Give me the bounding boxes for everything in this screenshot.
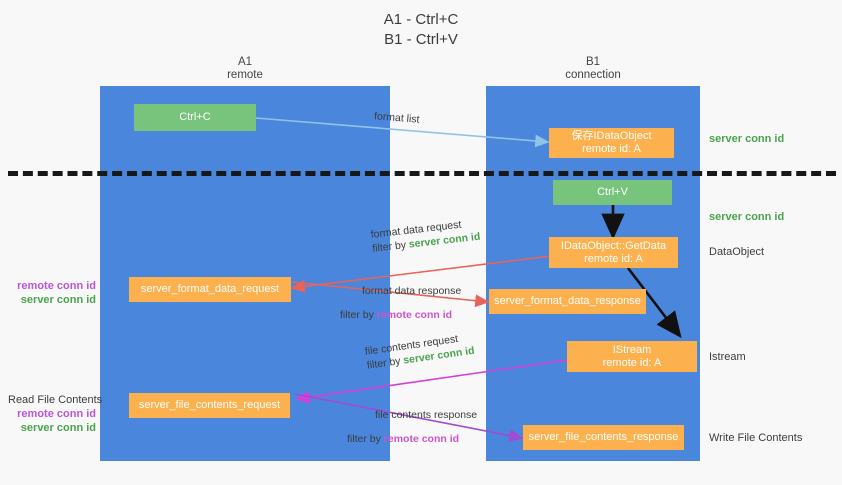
node-server-format-data-request-label: server_format_data_request	[140, 283, 280, 295]
lane-header-a1: A1 remote	[100, 56, 390, 82]
lane-b1-name: B1	[585, 56, 601, 68]
node-istream-line2: remote id: A	[602, 356, 662, 369]
lane-header-b1: B1 connection	[486, 56, 700, 82]
node-idataobject-getdata[interactable]: IDataObject::GetData remote id: A	[549, 237, 678, 268]
node-server-format-data-request[interactable]: server_format_data_request	[129, 277, 291, 302]
lane-b1-sub: connection	[565, 69, 621, 81]
diagram-title: A1 - Ctrl+C B1 - Ctrl+V	[0, 10, 842, 50]
node-save-idataobject-line1: 保存IDataObject	[571, 130, 652, 142]
node-save-idataobject[interactable]: 保存IDataObject remote id: A	[549, 128, 674, 158]
filter-prefix-2: filter by	[340, 309, 377, 321]
annotation-group-conn-ids-lower: remote conn id server conn id	[8, 407, 96, 435]
node-getdata-line2: remote id: A	[584, 252, 643, 265]
flow-label-file-contents-response-text: file contents response	[375, 409, 478, 421]
annotation-istream: Istream	[709, 351, 746, 363]
node-server-file-contents-request[interactable]: server_file_contents_request	[129, 393, 290, 418]
annotation-server-conn-id-top: server conn id	[709, 133, 785, 145]
annotation-group-read-file-contents: Read File Contents remote conn id server…	[8, 393, 120, 435]
annotation-dataobject: DataObject	[709, 246, 765, 258]
flow-label-format-data-response-text: format data response	[362, 285, 462, 297]
node-ctrl-c[interactable]: Ctrl+C	[134, 104, 256, 131]
dashed-separator	[8, 171, 836, 176]
node-ctrl-v[interactable]: Ctrl+V	[553, 180, 672, 205]
node-server-file-contents-response[interactable]: server_file_contents_response	[523, 425, 684, 450]
annotation-remote-conn-id-lower: remote conn id	[17, 408, 96, 420]
filter-prefix-4: filter by	[347, 433, 384, 445]
flow-label-format-data-response: format data response filter by remote co…	[340, 284, 462, 322]
title-line-2: B1 - Ctrl+V	[384, 31, 458, 48]
node-istream-line1: IStream	[612, 343, 652, 356]
filter-value-remote-conn-id-2: remote conn id	[376, 309, 453, 321]
annotation-server-conn-id-lower: server conn id	[20, 422, 96, 434]
lane-a1-name: A1	[237, 56, 253, 68]
filter-prefix-3: filter by	[366, 354, 405, 372]
node-getdata-line1: IDataObject::GetData	[560, 239, 667, 252]
node-server-file-contents-request-label: server_file_contents_request	[138, 399, 281, 411]
node-server-format-data-response[interactable]: server_format_data_response	[489, 289, 646, 314]
node-ctrl-c-label: Ctrl+C	[179, 111, 211, 123]
annotation-remote-conn-id-upper: remote conn id	[17, 280, 96, 292]
filter-prefix-1: filter by	[371, 238, 410, 255]
lane-a1-sub: remote	[227, 69, 263, 81]
node-save-idataobject-line2: remote id: A	[582, 143, 641, 155]
annotation-write-file-contents: Write File Contents	[709, 432, 803, 444]
annotation-server-conn-id-second: server conn id	[709, 211, 785, 223]
title-line-1: A1 - Ctrl+C	[383, 11, 459, 28]
node-istream[interactable]: IStream remote id: A	[567, 341, 697, 372]
node-ctrl-v-label: Ctrl+V	[597, 186, 628, 198]
flow-label-format-data-response-filter: filter by remote conn id	[340, 308, 461, 322]
annotation-read-file-contents: Read File Contents	[8, 394, 103, 406]
node-server-file-contents-response-label: server_file_contents_response	[528, 431, 679, 443]
annotation-server-conn-id-upper: server conn id	[20, 294, 96, 306]
flow-label-file-contents-response-filter: filter by remote conn id	[347, 432, 477, 446]
flow-label-format-list-text: format list	[373, 110, 420, 126]
filter-value-remote-conn-id-4: remote conn id	[383, 433, 460, 445]
node-server-format-data-response-label: server_format_data_response	[494, 295, 641, 307]
annotation-group-conn-ids-upper: remote conn id server conn id	[8, 279, 96, 307]
flow-label-file-contents-response: file contents response filter by remote …	[347, 408, 478, 446]
